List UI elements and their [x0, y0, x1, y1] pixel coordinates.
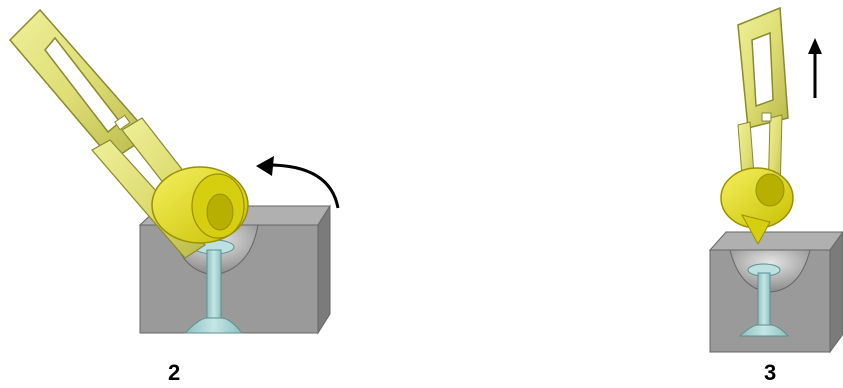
step-3-label: 3 — [764, 360, 776, 386]
ring-clutch-2 — [152, 167, 248, 243]
rotate-arrow-icon — [256, 156, 338, 208]
up-arrow-icon — [808, 38, 822, 98]
step-2-assembly — [10, 10, 338, 333]
step-2-label: 2 — [168, 360, 180, 386]
step-3-assembly — [710, 8, 843, 352]
